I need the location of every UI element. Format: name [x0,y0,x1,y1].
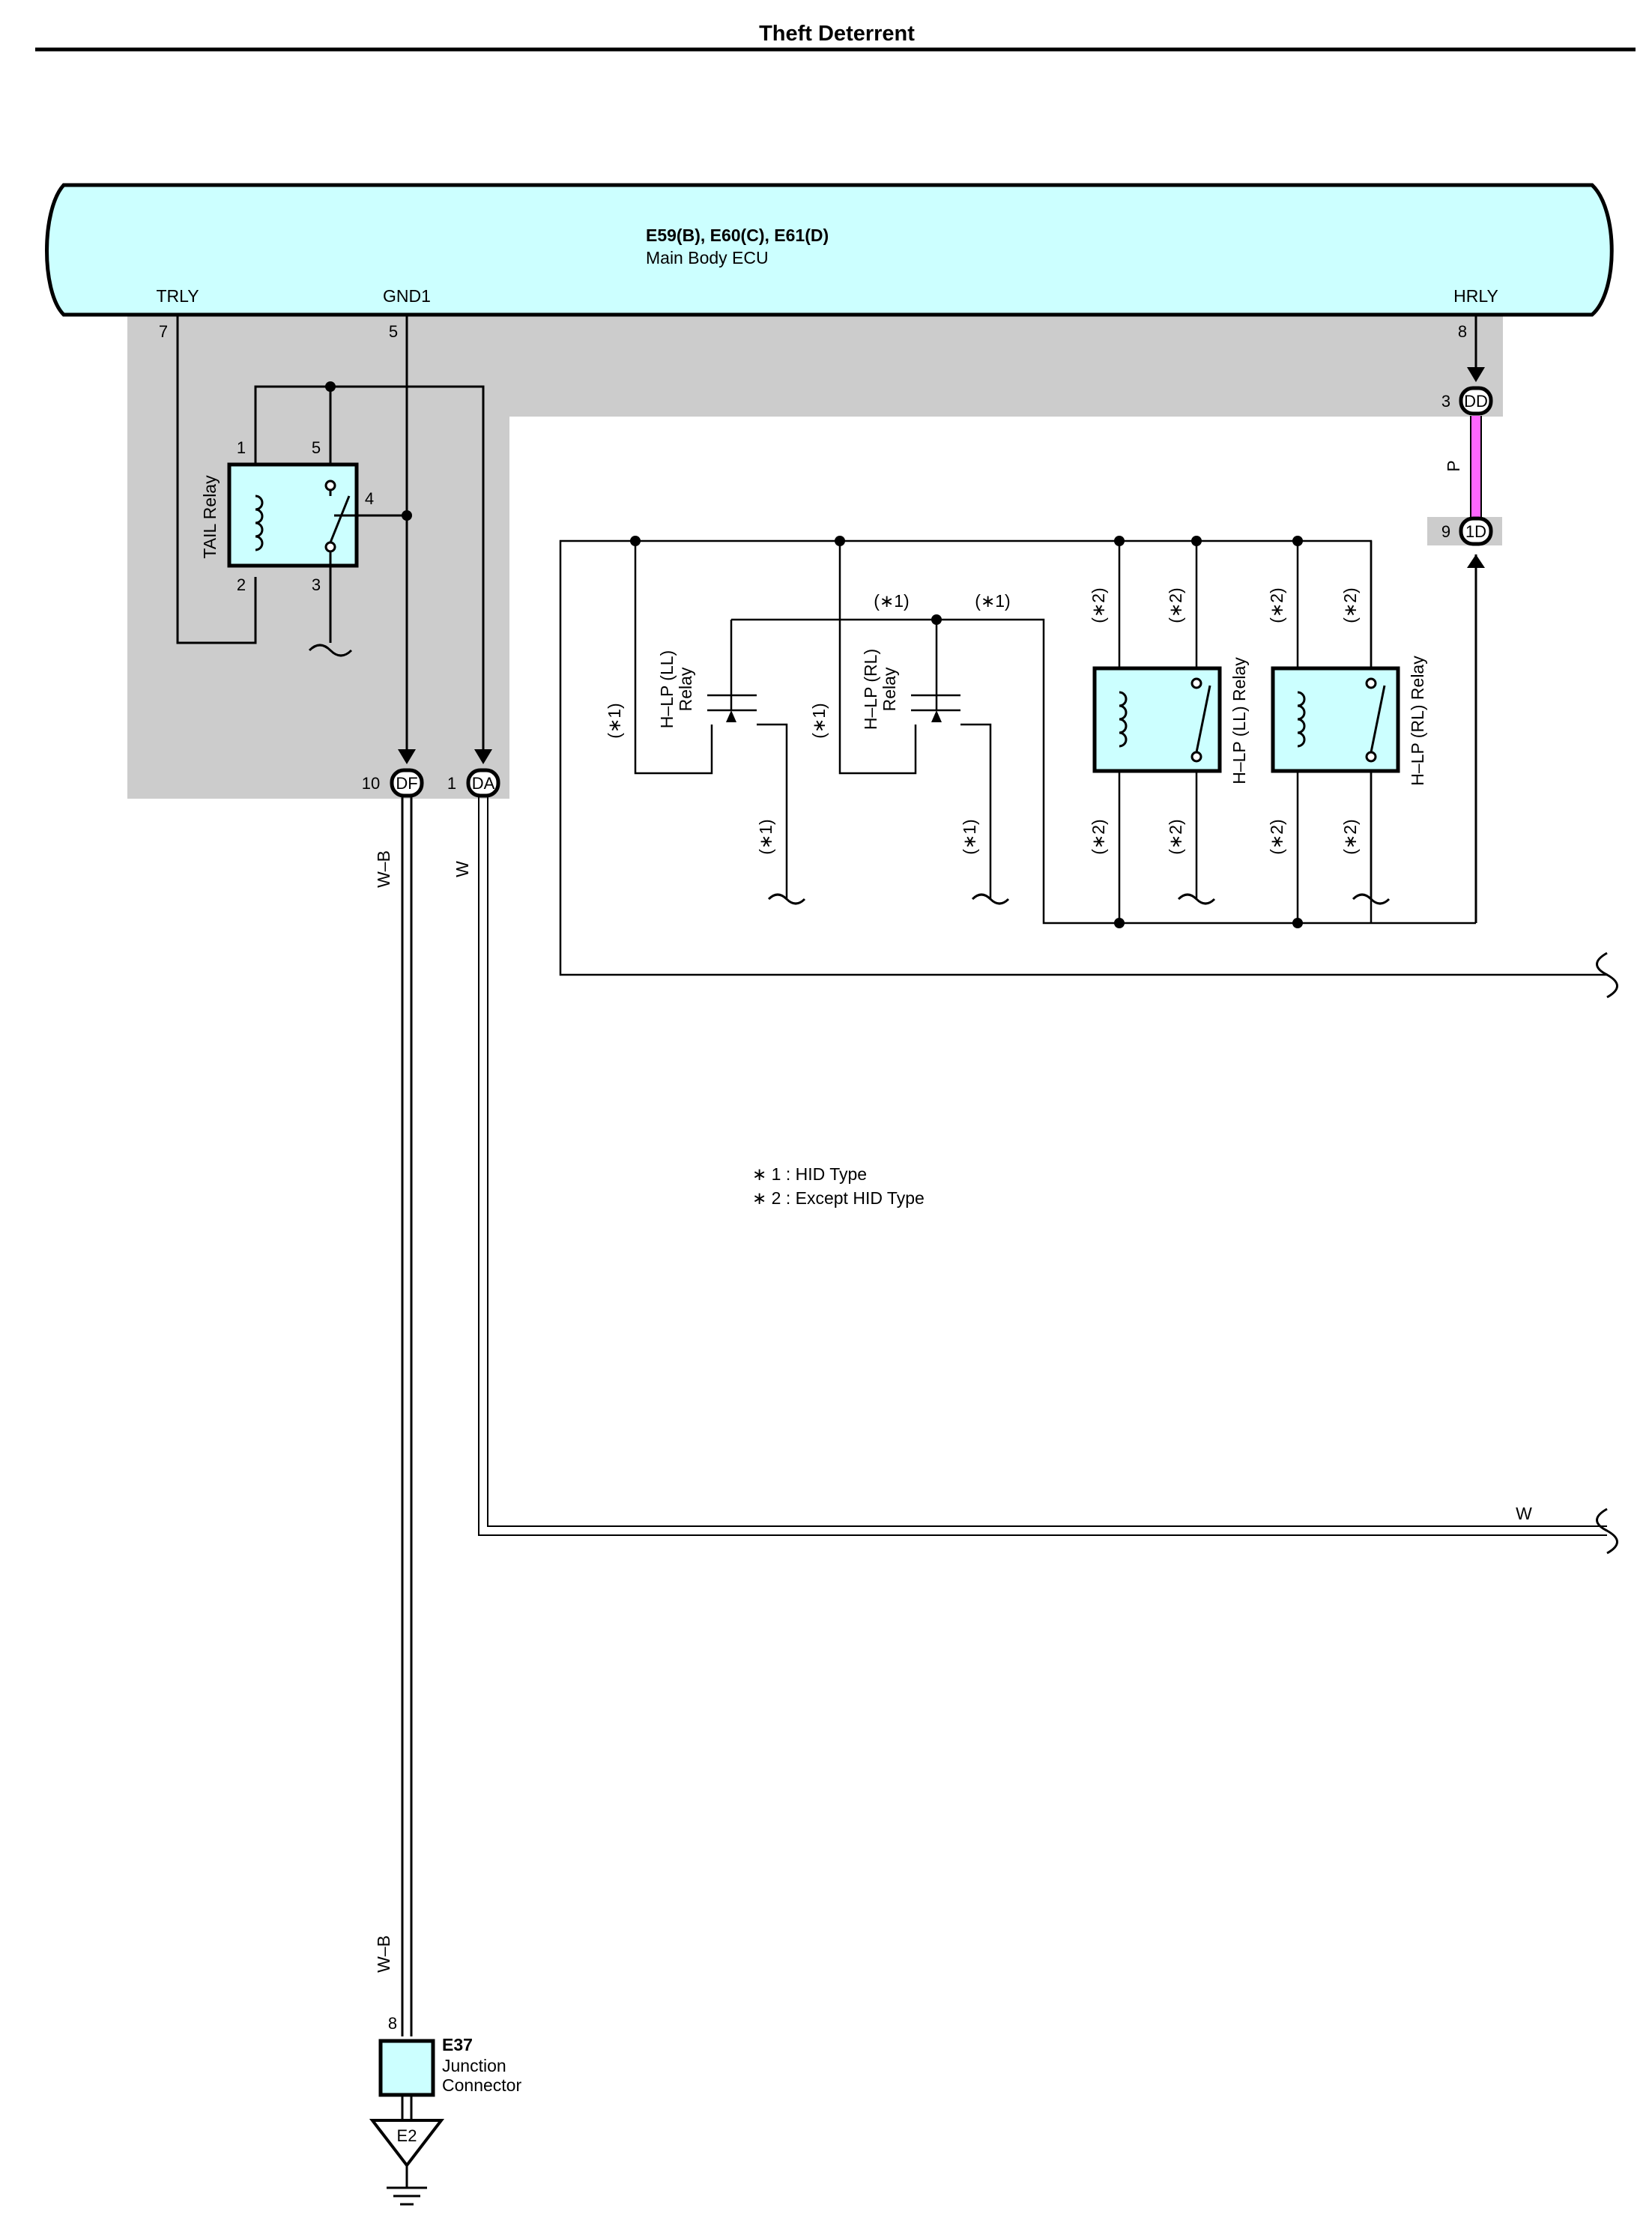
wb-ground-wire: W–B W–B [374,797,413,2036]
mark-except-hid: (∗2) [1340,819,1360,854]
tail-relay-switch [329,495,351,543]
junction-box [378,2039,435,2097]
connector-1d-pin: 9 [1441,522,1450,541]
connector-dd-id: DD [1464,392,1488,411]
headlamp-bus-wire [559,539,1607,976]
junction-name-1: Junction [442,2056,506,2075]
junction-pin: 8 [388,2014,397,2033]
mark-hid: (∗1) [960,819,979,854]
tail-relay-pin3: 3 [312,575,321,594]
hid-relay-rl-label-1: H–LP (RL) [861,649,880,730]
pin-hrly-number: 8 [1458,322,1467,341]
connector-1d-id: 1D [1465,522,1486,541]
mark-hid: (∗1) [809,703,829,738]
hlp-ll-relay-label: H–LP (LL) Relay [1229,657,1249,784]
mark-except-hid: (∗2) [1166,819,1185,854]
main-body-ecu [45,183,1614,317]
hrly-wire-color: P [1444,460,1463,471]
tail-relay-pin5: 5 [312,438,321,457]
tail-relay-pin1: 1 [237,438,246,457]
hlp-rl-relay [1271,666,1400,773]
headlamp-relay-circuit: H–LP (LL) Relay H–LP (RL) Relay H–LP (LL… [559,536,1618,999]
tail-relay-circuit: 1 5 4 2 3 TAIL Relay [176,315,485,757]
w-wire: W W [453,797,1618,1555]
tail-relay-label: TAIL Relay [200,475,220,559]
junction-id: E37 [442,2035,473,2054]
df-wire-color-lower: W–B [374,1935,393,1973]
connector-df-id: DF [396,774,417,793]
ecu-output-connectors: DF 10 DA 1 [362,749,500,798]
mark-except-hid: (∗2) [1166,587,1185,623]
legend-note-1: ∗ 1 : HID Type [752,1164,867,1184]
tail-relay-pin4: 4 [365,489,374,508]
page-title: Theft Deterrent [759,22,915,46]
junction-name-2: Connector [442,2075,521,2095]
ground-id: E2 [397,2126,417,2145]
ground-e2-symbol [369,2119,445,2168]
df-wire-color: W–B [374,850,393,888]
connector-df-pin: 10 [362,774,380,793]
ecu-connectors: E59(B), E60(C), E61(D) [646,226,829,245]
connector-df [390,768,424,798]
hid-relay-rl-label-2: Relay [880,667,899,711]
mark-hid: (∗1) [756,819,775,854]
w-wire-break-symbol [1596,1507,1618,1555]
mark-except-hid: (∗2) [1267,587,1286,623]
hrly-circuit: DD 3 P 1D 9 [1441,315,1493,923]
ecu-shaded-area [127,311,1503,799]
trly-wire [176,315,257,644]
tail-relay-supply-wire [254,385,485,757]
ecu-name: Main Body ECU [646,248,769,267]
tail-relay-coil [255,494,264,551]
pin-trly-number: 7 [159,322,168,341]
pin-gnd1-label: GND1 [383,286,431,306]
mark-hid: (∗1) [975,591,1010,611]
pin-hrly-label: HRLY [1453,286,1498,306]
bottom-wire-color: W [1516,1504,1532,1523]
hlp-rl-relay-label: H–LP (RL) Relay [1408,656,1427,786]
mark-hid: (∗1) [874,591,909,611]
bus-break-symbol [1596,952,1618,999]
mark-except-hid: (∗2) [1267,819,1286,854]
connector-da [466,768,500,798]
mark-except-hid: (∗2) [1340,587,1360,623]
tail-relay-pin2: 2 [237,575,246,594]
pin-trly-label: TRLY [156,286,199,306]
tail-relay-ground-symbol [308,644,353,657]
connector-dd [1459,386,1493,416]
mark-except-hid: (∗2) [1089,819,1108,854]
mark-except-hid: (∗2) [1089,587,1108,623]
hid-relay-ll-label-1: H–LP (LL) [657,650,677,728]
mark-hid: (∗1) [605,703,624,738]
pin-gnd1-number: 5 [389,322,398,341]
legend-note-2: ∗ 2 : Except HID Type [752,1188,925,1208]
connector-dd-pin: 3 [1441,392,1450,411]
connector-da-id: DA [472,774,495,793]
hid-relay-ll-label-2: Relay [676,667,695,711]
da-wire-color: W [453,861,472,877]
junction-connector-e37: 8 E37 Junction Connector E2 [369,2014,521,2206]
connector-da-pin: 1 [447,774,456,793]
connector-1d [1459,516,1493,546]
